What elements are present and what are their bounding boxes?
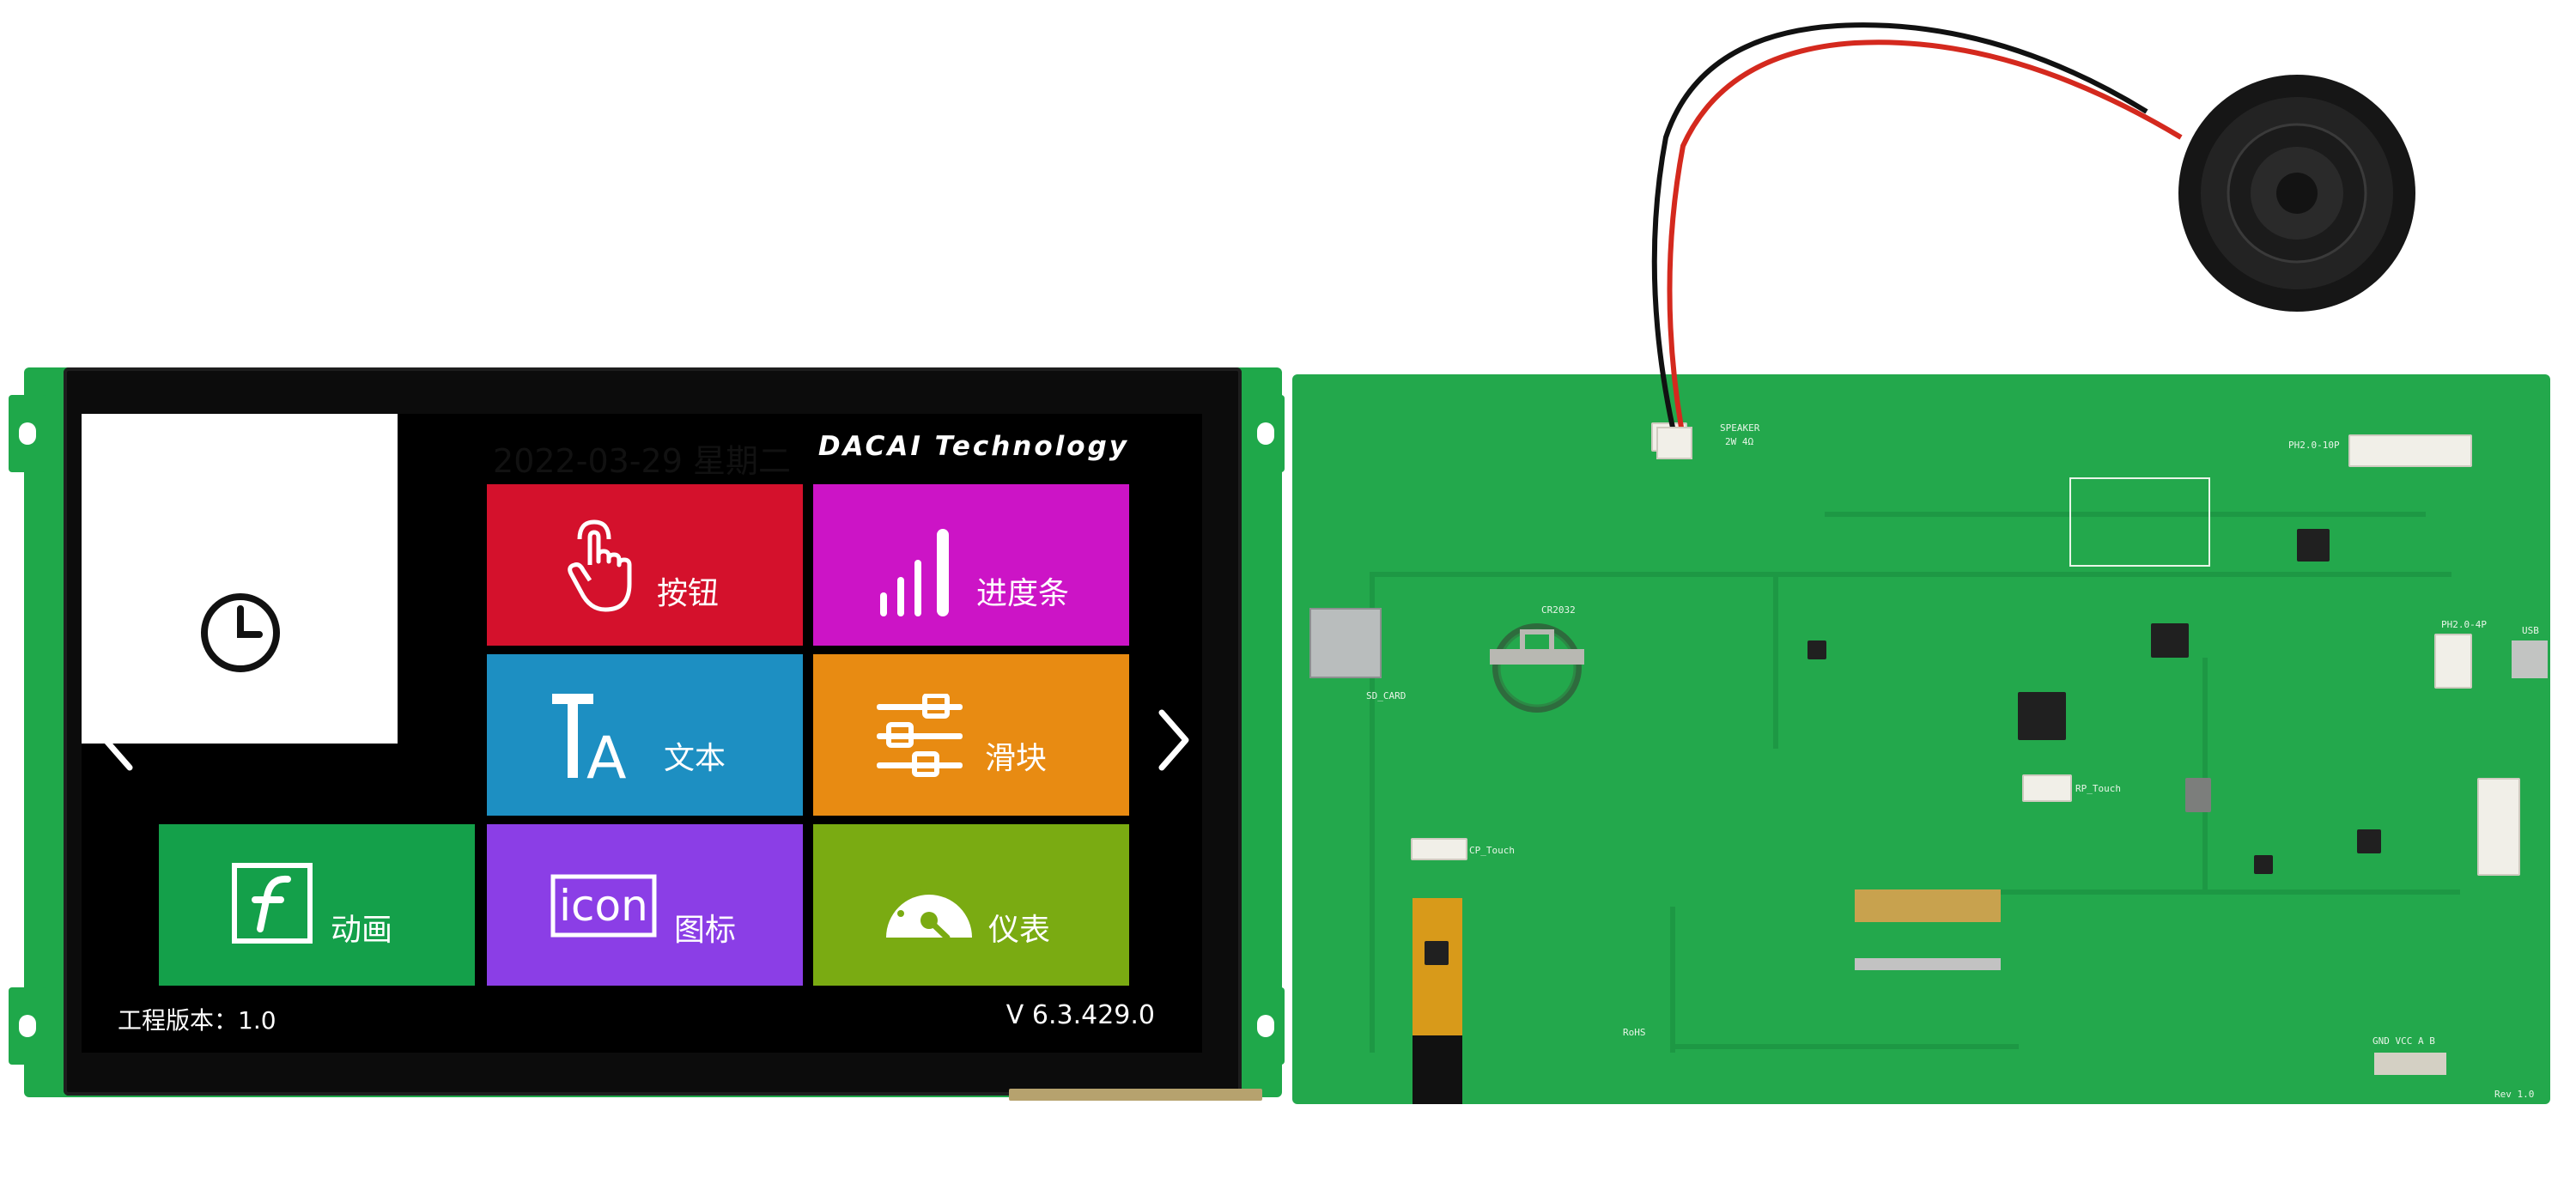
speaker-wires — [1651, 22, 2183, 459]
mcu-chip — [2018, 692, 2066, 740]
date-silk-box — [2069, 477, 2210, 567]
tile-animation-label: 动画 — [331, 913, 393, 948]
cp-touch-connector — [1411, 838, 1467, 860]
side-connector — [2477, 778, 2520, 876]
board-label: RP_Touch — [2075, 783, 2121, 794]
tile-gauge-label: 仪表 — [988, 913, 1051, 948]
gauge-icon — [886, 884, 972, 941]
firmware-version: V 6.3.429.0 — [1005, 1000, 1155, 1030]
board-label: PH2.0-4P — [2441, 619, 2487, 630]
tile-slider-label: 滑块 — [985, 741, 1048, 776]
tile-icon[interactable]: icon 图标 — [487, 824, 803, 986]
date-display: 2022-03-29 星期二 — [493, 442, 791, 480]
touch-flex-cable — [1413, 898, 1462, 1035]
fpc-latch — [1855, 958, 2001, 970]
pcb-back: SD_CARD CR2032 SPEAKER 2W 4Ω PH2.0-10P R… — [1292, 374, 2550, 1104]
svg-text:A: A — [586, 725, 627, 786]
usb-port — [2512, 640, 2548, 678]
text-ta-icon: A — [552, 694, 627, 786]
rp-touch-connector — [2022, 774, 2072, 802]
chip — [2254, 855, 2273, 874]
speaker — [2178, 75, 2415, 312]
tile-progress-label: 进度条 — [976, 576, 1070, 611]
ph20-4p-connector — [2434, 634, 2472, 689]
ph20-10p-connector — [2348, 434, 2472, 467]
board-label: CP_Touch — [1469, 845, 1515, 856]
board-label: SPEAKER — [1720, 422, 1760, 434]
tile-button[interactable]: 按钮 — [487, 484, 803, 646]
board-label: 2W 4Ω — [1725, 436, 1754, 447]
flex-cable — [1009, 1089, 1262, 1101]
project-version: 工程版本：1.0 — [118, 1006, 276, 1035]
flash-icon — [232, 863, 313, 944]
chip — [2185, 778, 2211, 812]
icon-box-icon: icon — [550, 874, 657, 938]
board-label: SD_CARD — [1366, 690, 1406, 701]
board-label: GND VCC A B — [2372, 1035, 2435, 1047]
chip — [2151, 623, 2189, 658]
flex-cable-tail — [1413, 1035, 1462, 1104]
chip — [2297, 529, 2330, 562]
tile-slider[interactable]: 滑块 — [813, 654, 1129, 816]
chevron-left-icon[interactable] — [94, 706, 145, 774]
tile-text-label: 文本 — [664, 741, 726, 776]
tile-animation[interactable]: 动画 — [159, 824, 475, 986]
board-label: CR2032 — [1541, 604, 1576, 616]
board-label: RoHS — [1623, 1027, 1646, 1038]
mount-ear — [1247, 395, 1285, 472]
sd-card-slot — [1309, 608, 1382, 678]
tile-icon-label: 图标 — [674, 913, 737, 948]
bars-icon — [880, 529, 949, 616]
clock-icon — [201, 593, 280, 672]
mount-ear — [9, 395, 46, 472]
coin-cell-holder — [1490, 623, 1584, 713]
touch-screen: DACAI Technology 2022-03-29 星期二 15:35:31… — [82, 414, 1202, 1053]
touch-chip — [1425, 941, 1449, 965]
rs485-terminal — [2374, 1053, 2446, 1075]
tile-time[interactable]: 2022-03-29 星期二 15:35:31 时间 — [82, 414, 791, 744]
tile-progress[interactable]: 进度条 — [813, 484, 1129, 646]
chevron-right-icon[interactable] — [1146, 706, 1198, 774]
board-label: PH2.0-10P — [2288, 440, 2340, 451]
tile-button-label: 按钮 — [657, 576, 720, 611]
chip — [2357, 829, 2381, 853]
tile-gauge[interactable]: 仪表 — [813, 824, 1129, 986]
board-label: Rev 1.0 — [2494, 1089, 2535, 1100]
touch-hand-icon — [568, 519, 632, 612]
mount-ear — [1247, 987, 1285, 1065]
mount-ear — [9, 987, 46, 1065]
board-label: USB — [2522, 625, 2539, 636]
tile-text[interactable]: A 文本 — [487, 654, 803, 816]
sliders-icon — [877, 694, 963, 777]
brand-label: DACAI Technology — [817, 431, 1129, 462]
svg-text:icon: icon — [559, 881, 648, 931]
fpc-connector — [1855, 889, 2001, 922]
chip — [1807, 640, 1826, 659]
